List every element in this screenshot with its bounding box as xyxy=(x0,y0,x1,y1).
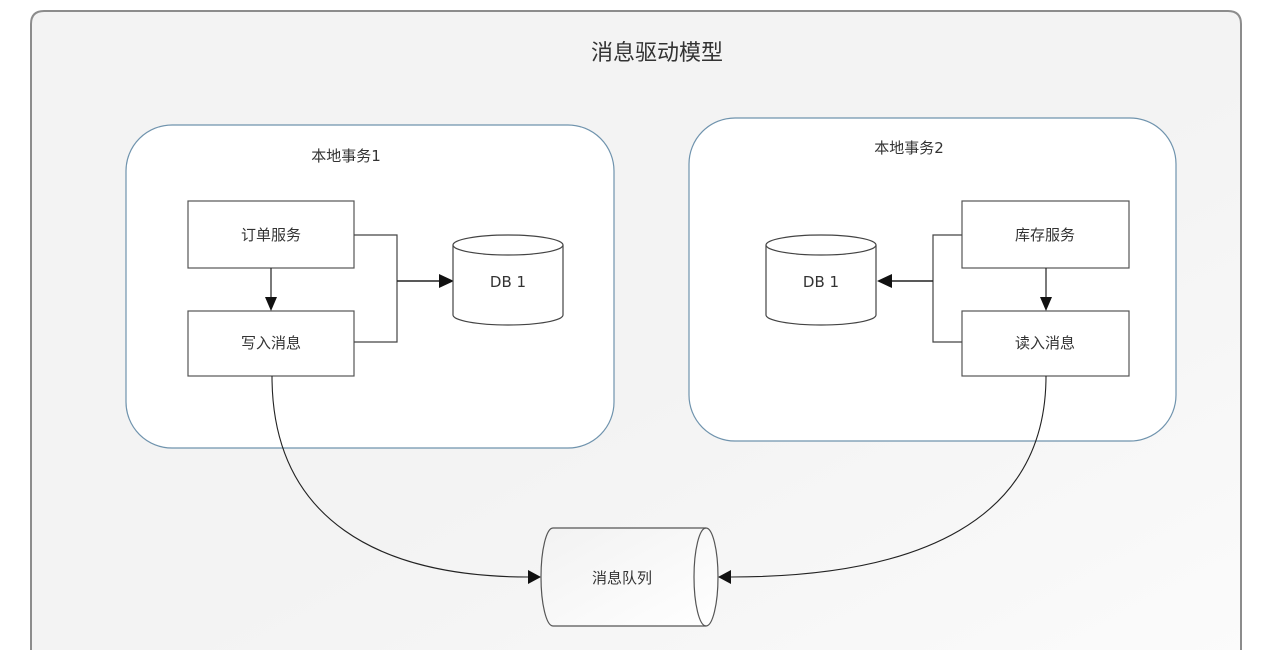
edge-services-to-db1 xyxy=(354,234,398,343)
database-1-left-label: DB 1 xyxy=(490,273,526,291)
edge-write-to-queue xyxy=(271,375,529,578)
arrowhead-order-to-write xyxy=(265,297,277,311)
message-queue-label: 消息队列 xyxy=(592,569,652,587)
edge-services-to-db2 xyxy=(932,234,962,343)
write-message-label: 写入消息 xyxy=(241,334,301,352)
inventory-service-box[interactable] xyxy=(961,200,1130,269)
read-message-label: 读入消息 xyxy=(1015,334,1075,352)
diagram-title: 消息驱动模型 xyxy=(591,41,723,66)
arrowhead-write-to-queue xyxy=(528,570,541,584)
group-local-transaction-2: 本地事务2 库存服务 读入消息 DB 1 xyxy=(688,117,1177,442)
order-service-label: 订单服务 xyxy=(241,226,301,244)
group-1-label: 本地事务1 xyxy=(311,147,381,165)
database-1-right-label: DB 1 xyxy=(803,273,839,291)
database-1-left xyxy=(452,234,564,326)
arrowhead-inventory-to-read xyxy=(1040,297,1052,311)
order-service-box[interactable] xyxy=(187,200,355,269)
arrowhead-to-db2 xyxy=(877,274,892,288)
arrowhead-to-db1 xyxy=(439,274,454,288)
group-local-transaction-1: 本地事务1 订单服务 写入消息 DB 1 xyxy=(125,124,615,449)
database-1-right xyxy=(765,234,877,326)
inventory-service-label: 库存服务 xyxy=(1015,226,1075,244)
message-queue[interactable] xyxy=(540,527,719,627)
arrowhead-read-to-queue xyxy=(718,570,731,584)
edge-read-to-queue xyxy=(730,375,1047,578)
group-2-label: 本地事务2 xyxy=(874,139,944,157)
